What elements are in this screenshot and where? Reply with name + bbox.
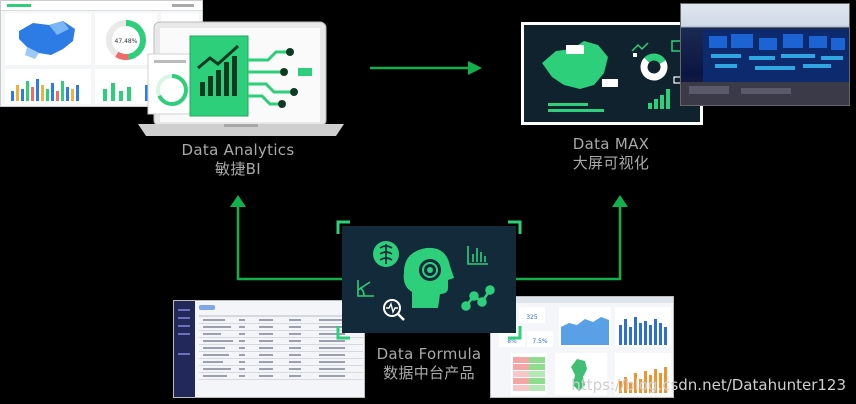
max-subtitle: 大屏可视化 [572, 154, 650, 172]
analytics-bars-icon [467, 246, 488, 265]
donut-gauge: 47.48% [106, 20, 146, 60]
dashboard-screenshot: 47.48% [0, 0, 203, 107]
donut-icon [640, 53, 668, 81]
brain-icon [373, 241, 399, 267]
kpi-card-a: 325 [519, 307, 545, 323]
formula-panel-brackets [336, 220, 522, 340]
watermark-url: https://blog.csdn.net/Datahunter123 [571, 376, 846, 394]
heat-table-icon [511, 353, 547, 395]
formula-label: Data Formula 数据中台产品 [352, 345, 506, 383]
table-rows-graphic [199, 315, 363, 380]
orange-bar-chart-icon [615, 353, 671, 395]
analytics-subtitle: 敏捷BI [215, 160, 261, 178]
formula-panel [342, 226, 516, 333]
kpi-a-value: 325 [526, 314, 538, 321]
formula-title: Data Formula [376, 345, 482, 363]
arrow-formula-to-analytics [230, 195, 348, 281]
magnifier-icon [383, 299, 405, 321]
china-map-icon [19, 21, 75, 59]
bar-chart-icon-max [648, 89, 670, 109]
big-screen-photo [680, 3, 850, 106]
network-icon [461, 285, 495, 311]
mini-line-icon [631, 40, 687, 52]
video-wall-graphic [681, 30, 849, 105]
bar-chart-icon [11, 79, 79, 101]
analytics-label: Data Analytics 敏捷BI [158, 141, 318, 179]
kpi-card-c: 7.5% [527, 331, 553, 347]
china-map-icon-large [542, 41, 608, 89]
gauge-card: 47.48% [95, 13, 157, 65]
laptop-illustration [138, 21, 344, 136]
dashboard-topbar [1, 1, 202, 11]
gauge-value: 47.48% [115, 38, 138, 45]
admin-sidebar [174, 301, 195, 397]
blue-bar-chart-icon [615, 307, 671, 347]
province-map-icon [555, 353, 607, 395]
admin-table-screenshot [173, 300, 365, 398]
angle-icon [357, 280, 374, 297]
analytics-title: Data Analytics [181, 141, 295, 159]
bar-card-left [5, 69, 91, 104]
kpi-c-value: 7.5% [532, 338, 548, 345]
max-screen [521, 22, 703, 125]
ai-head-graphic [357, 241, 495, 321]
max-title: Data MAX [572, 135, 650, 153]
max-label: Data MAX 大屏可视化 [536, 135, 686, 173]
area-chart-icon [559, 307, 611, 347]
arrow-analytics-to-max [370, 61, 482, 75]
formula-subtitle: 数据中台产品 [383, 364, 475, 382]
kpi-b-value: 8% [507, 338, 517, 345]
arrow-formula-to-max [508, 195, 628, 281]
report-dashboard-screenshot: 325 8% 7.5% [490, 296, 674, 398]
map-card [5, 13, 91, 65]
max-screen-graphics [542, 40, 687, 112]
